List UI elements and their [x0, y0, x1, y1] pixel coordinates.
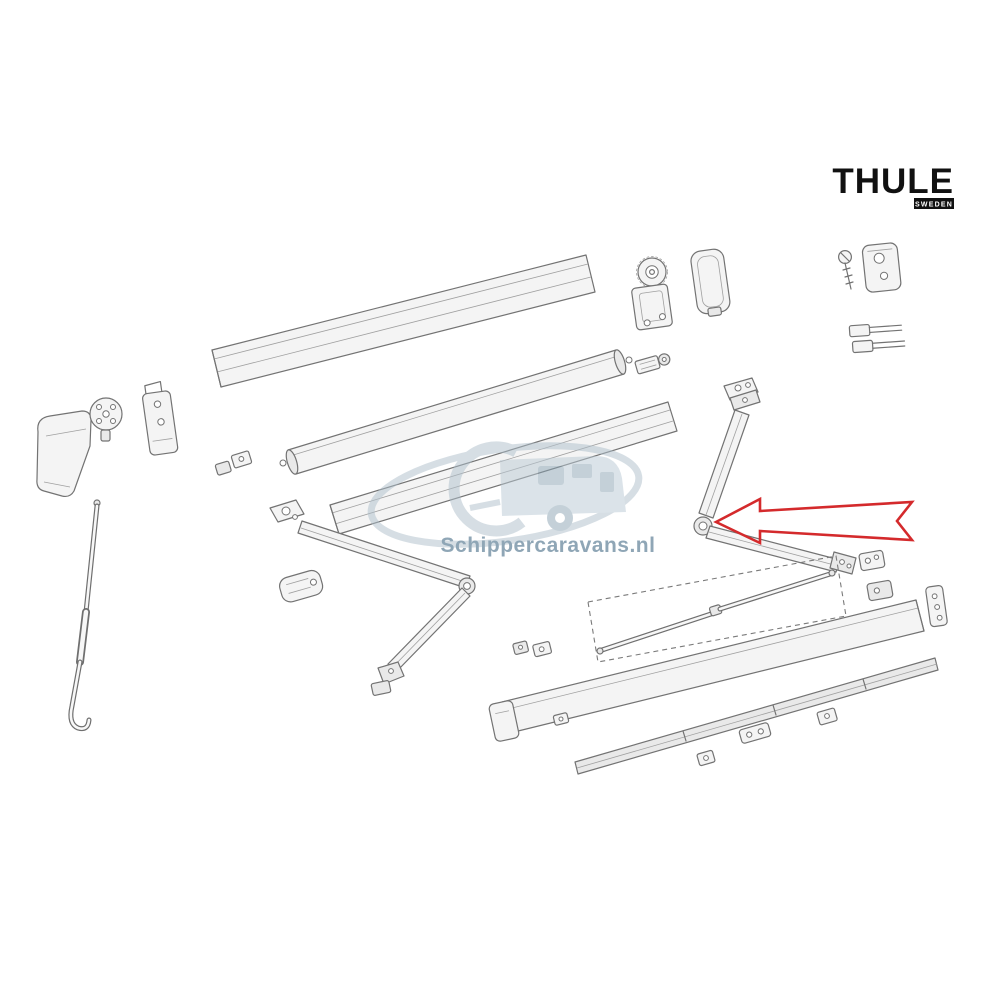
tension-rafter-connectors [848, 323, 906, 354]
end-plate-right [925, 584, 948, 628]
roller-end-block [866, 579, 894, 602]
highlight-arrow [713, 496, 915, 546]
mounting-clamp-left [214, 450, 253, 476]
screw [837, 250, 854, 290]
rail-end-bracket [816, 707, 838, 726]
watermark-text: Schippercaravans.nl [441, 534, 656, 557]
lead-rail-bottom [574, 657, 939, 775]
end-plate-left [488, 700, 520, 742]
roller-tube [279, 349, 633, 475]
support-arm-right [693, 377, 857, 575]
end-cap-cover [690, 248, 731, 317]
arm-handle-left [278, 569, 324, 603]
watermark [367, 441, 643, 548]
tension-rafter-kit-box [587, 555, 847, 663]
sweden-badge-text: SWEDEN [915, 202, 953, 209]
bracket-plate-top-right [861, 242, 902, 293]
roller-end-bracket [858, 549, 886, 572]
clamp-pair-left [512, 640, 553, 658]
crank-handle-rod [68, 499, 101, 732]
sweden-badge [914, 198, 954, 209]
case-top-profile [211, 254, 596, 388]
small-connector [552, 712, 570, 726]
rail-bracket-small [696, 749, 716, 767]
brand-logo: THULE SWEDEN [832, 162, 954, 209]
roller-adapter [634, 353, 671, 375]
round-mounting-plate [89, 397, 123, 442]
wall-bracket-left [142, 380, 179, 456]
support-arm-left [269, 499, 476, 696]
gear-drive-unit [631, 256, 673, 331]
corner-cover-cap [36, 410, 92, 498]
thule-logo-text: THULE [832, 162, 954, 201]
rail-plate [738, 722, 772, 744]
